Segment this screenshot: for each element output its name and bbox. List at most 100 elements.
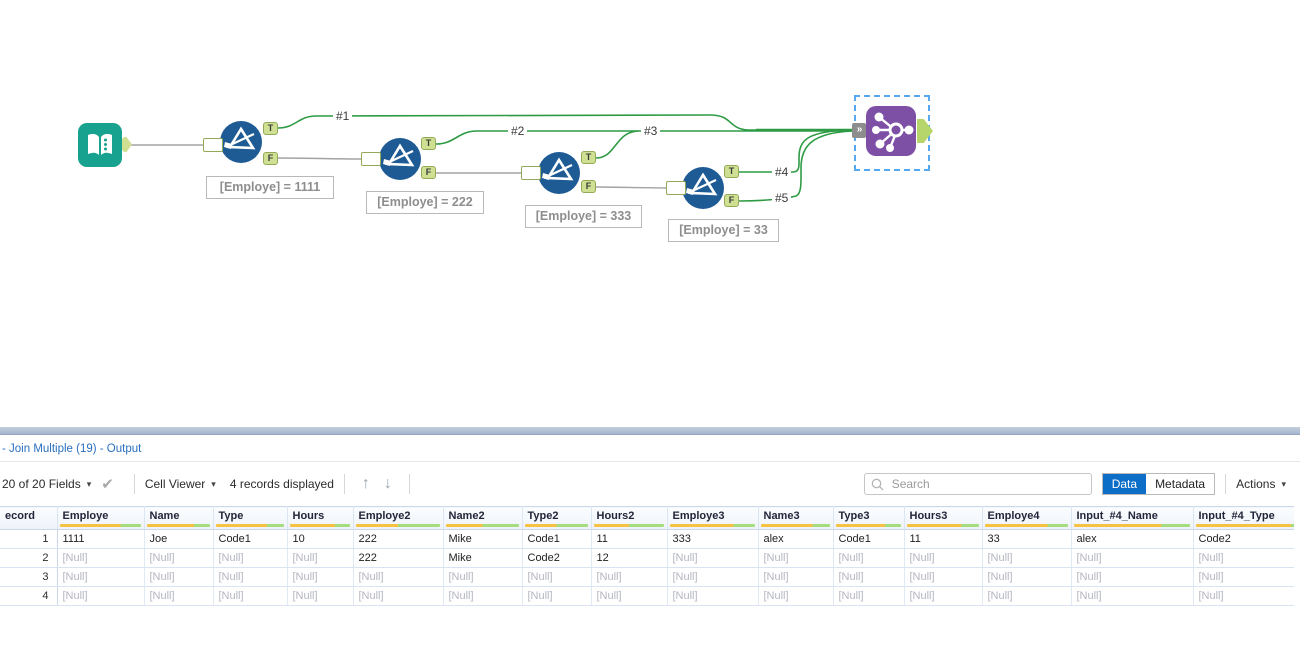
cell-viewer-dropdown[interactable]: Cell Viewer ▾ bbox=[145, 477, 216, 491]
column-header-Input_#4_Type[interactable]: Input_#4_Type bbox=[1193, 506, 1294, 530]
data-cell[interactable]: [Null] bbox=[1193, 586, 1294, 606]
record-number-cell[interactable]: 3 bbox=[0, 567, 58, 587]
data-cell[interactable]: [Null] bbox=[522, 567, 592, 587]
join-input-anchor[interactable]: » bbox=[852, 123, 866, 138]
annotation-filter-3[interactable]: [Employe] = 333 bbox=[525, 205, 642, 228]
data-cell[interactable]: [Null] bbox=[758, 586, 834, 606]
data-cell[interactable]: [Null] bbox=[57, 586, 145, 606]
data-cell[interactable]: [Null] bbox=[353, 586, 444, 606]
filter2-true-anchor[interactable]: T bbox=[421, 137, 436, 150]
data-cell[interactable]: [Null] bbox=[353, 567, 444, 587]
data-cell[interactable]: alex bbox=[758, 529, 834, 549]
data-cell[interactable]: Code1 bbox=[833, 529, 905, 549]
tool-filter-2[interactable] bbox=[378, 137, 422, 186]
data-cell[interactable]: [Null] bbox=[591, 586, 668, 606]
column-header-Employe4[interactable]: Employe4 bbox=[982, 506, 1072, 530]
fields-dropdown[interactable]: 20 of 20 Fields ▾ bbox=[2, 477, 91, 491]
data-cell[interactable]: [Null] bbox=[287, 586, 354, 606]
tab-data[interactable]: Data bbox=[1102, 474, 1147, 494]
record-number-cell[interactable]: 4 bbox=[0, 586, 58, 606]
data-cell[interactable]: 10 bbox=[287, 529, 354, 549]
data-cell[interactable]: [Null] bbox=[982, 548, 1072, 568]
tool-filter-1[interactable] bbox=[219, 120, 263, 169]
filter2-input-anchor[interactable] bbox=[361, 152, 381, 166]
data-cell[interactable]: [Null] bbox=[833, 586, 905, 606]
column-header-Hours[interactable]: Hours bbox=[287, 506, 354, 530]
column-header-Hours2[interactable]: Hours2 bbox=[591, 506, 668, 530]
data-cell[interactable]: 33 bbox=[982, 529, 1072, 549]
data-cell[interactable]: Code2 bbox=[522, 548, 592, 568]
data-cell[interactable]: [Null] bbox=[443, 586, 523, 606]
tab-metadata[interactable]: Metadata bbox=[1146, 474, 1215, 494]
column-header-Type[interactable]: Type bbox=[213, 506, 288, 530]
data-cell[interactable]: 333 bbox=[667, 529, 759, 549]
data-cell[interactable]: 11 bbox=[591, 529, 668, 549]
record-number-cell[interactable]: 2 bbox=[0, 548, 58, 568]
filter1-input-anchor[interactable] bbox=[203, 138, 223, 152]
data-cell[interactable]: [Null] bbox=[1193, 567, 1294, 587]
apply-check-icon[interactable]: ✔ bbox=[101, 476, 114, 493]
data-cell[interactable]: [Null] bbox=[758, 548, 834, 568]
column-header-record[interactable]: ecord bbox=[0, 506, 58, 530]
workflow-canvas[interactable]: #1 #2 #3 #4 #5 T bbox=[0, 0, 1300, 427]
data-cell[interactable]: [Null] bbox=[667, 548, 759, 568]
data-cell[interactable]: [Null] bbox=[144, 586, 214, 606]
data-cell[interactable]: Joe bbox=[144, 529, 214, 549]
data-cell[interactable]: 1111 bbox=[57, 529, 145, 549]
filter1-true-anchor[interactable]: T bbox=[263, 122, 278, 135]
input-data-output-anchor[interactable] bbox=[122, 137, 132, 152]
data-cell[interactable]: [Null] bbox=[904, 567, 983, 587]
annotation-filter-2[interactable]: [Employe] = 222 bbox=[366, 191, 484, 214]
data-cell[interactable]: Code1 bbox=[213, 529, 288, 549]
column-header-Type2[interactable]: Type2 bbox=[522, 506, 592, 530]
data-cell[interactable]: [Null] bbox=[1071, 548, 1194, 568]
data-cell[interactable]: [Null] bbox=[982, 567, 1072, 587]
prev-record-arrow-icon[interactable]: ↑ bbox=[361, 475, 370, 492]
column-header-Name2[interactable]: Name2 bbox=[443, 506, 523, 530]
data-cell[interactable]: [Null] bbox=[57, 567, 145, 587]
data-cell[interactable]: [Null] bbox=[1071, 567, 1194, 587]
actions-dropdown[interactable]: Actions ▾ bbox=[1236, 477, 1286, 491]
filter4-true-anchor[interactable]: T bbox=[724, 165, 739, 178]
record-number-cell[interactable]: 1 bbox=[0, 529, 58, 549]
tool-filter-3[interactable] bbox=[537, 151, 581, 200]
data-cell[interactable]: 12 bbox=[591, 548, 668, 568]
data-cell[interactable]: [Null] bbox=[287, 548, 354, 568]
filter3-true-anchor[interactable]: T bbox=[581, 151, 596, 164]
column-header-Employe[interactable]: Employe bbox=[57, 506, 145, 530]
search-box[interactable] bbox=[863, 473, 1092, 495]
filter2-false-anchor[interactable]: F bbox=[421, 166, 436, 179]
data-cell[interactable]: Mike bbox=[443, 529, 523, 549]
data-cell[interactable]: [Null] bbox=[57, 548, 145, 568]
search-input[interactable] bbox=[889, 476, 1085, 492]
data-cell[interactable]: [Null] bbox=[144, 567, 214, 587]
data-cell[interactable]: [Null] bbox=[904, 586, 983, 606]
annotation-filter-1[interactable]: [Employe] = 1111 bbox=[206, 176, 334, 199]
data-cell[interactable]: Mike bbox=[443, 548, 523, 568]
data-cell[interactable]: [Null] bbox=[758, 567, 834, 587]
panel-splitter[interactable] bbox=[0, 427, 1300, 435]
next-record-arrow-icon[interactable]: ↓ bbox=[383, 475, 392, 492]
column-header-Input_#4_Name[interactable]: Input_#4_Name bbox=[1071, 506, 1194, 530]
tool-input-data[interactable] bbox=[78, 123, 122, 172]
filter3-false-anchor[interactable]: F bbox=[581, 180, 596, 193]
data-cell[interactable]: 222 bbox=[353, 548, 444, 568]
data-cell[interactable]: [Null] bbox=[982, 586, 1072, 606]
data-cell[interactable]: Code2 bbox=[1193, 529, 1294, 549]
data-cell[interactable]: [Null] bbox=[833, 548, 905, 568]
data-cell[interactable]: 222 bbox=[353, 529, 444, 549]
data-cell[interactable]: [Null] bbox=[287, 567, 354, 587]
data-cell[interactable]: [Null] bbox=[443, 567, 523, 587]
filter4-input-anchor[interactable] bbox=[666, 181, 686, 195]
data-cell[interactable]: [Null] bbox=[904, 548, 983, 568]
data-cell[interactable]: [Null] bbox=[144, 548, 214, 568]
column-header-Employe3[interactable]: Employe3 bbox=[667, 506, 759, 530]
column-header-Name3[interactable]: Name3 bbox=[758, 506, 834, 530]
filter1-false-anchor[interactable]: F bbox=[263, 152, 278, 165]
tool-join-multiple[interactable] bbox=[866, 106, 916, 161]
data-cell[interactable]: Code1 bbox=[522, 529, 592, 549]
column-header-Hours3[interactable]: Hours3 bbox=[904, 506, 983, 530]
data-cell[interactable]: [Null] bbox=[667, 567, 759, 587]
data-cell[interactable]: [Null] bbox=[213, 567, 288, 587]
data-cell[interactable]: [Null] bbox=[833, 567, 905, 587]
